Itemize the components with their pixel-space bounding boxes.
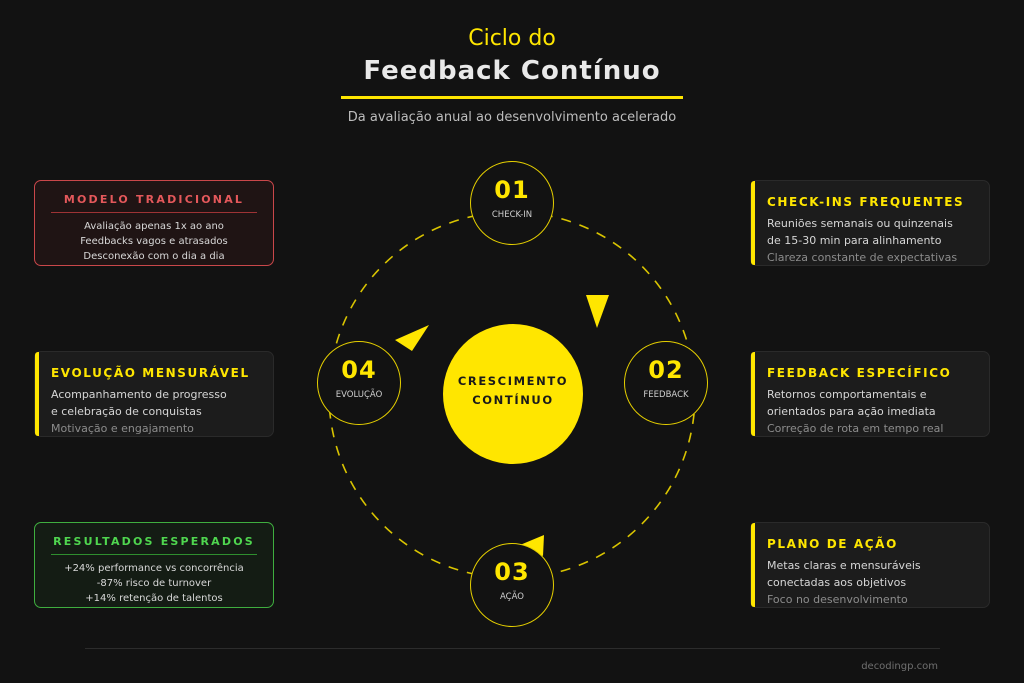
card-title: PLANO DE AÇÃO xyxy=(767,537,898,551)
footer-divider xyxy=(85,648,940,649)
card-title: RESULTADOS ESPERADOS xyxy=(53,535,255,548)
node-number: 03 xyxy=(494,558,530,586)
card-divider xyxy=(51,554,257,555)
card-divider xyxy=(51,212,257,213)
card-accent-bar xyxy=(751,181,755,265)
card-expected-results: RESULTADOS ESPERADOS +24% performance vs… xyxy=(34,522,274,608)
card-accent-bar xyxy=(751,352,755,436)
card-line: orientados para ação imediata xyxy=(767,405,936,418)
page-subtitle: Da avaliação anual ao desenvolvimento ac… xyxy=(347,110,677,125)
node-number: 01 xyxy=(494,176,530,204)
card-line: Metas claras e mensuráveis xyxy=(767,559,921,572)
card-specific-feedback: FEEDBACK ESPECÍFICO Retornos comportamen… xyxy=(750,351,990,437)
card-line: de 15-30 min para alinhamento xyxy=(767,234,942,247)
card-action-plan: PLANO DE AÇÃO Metas claras e mensuráveis… xyxy=(750,522,990,608)
node-label: AÇÃO xyxy=(500,592,524,602)
card-line: e celebração de conquistas xyxy=(51,405,202,418)
node-number: 04 xyxy=(341,356,377,384)
card-line: Avaliação apenas 1x ao ano xyxy=(84,221,224,232)
card-traditional-model: MODELO TRADICIONAL Avaliação apenas 1x a… xyxy=(34,180,274,266)
card-title: CHECK-INS FREQUENTES xyxy=(767,195,965,209)
card-accent-bar xyxy=(751,523,755,607)
page-title: Feedback Contínuo xyxy=(363,56,661,86)
footer-site: decodingp.com xyxy=(861,661,938,672)
arrow-icon xyxy=(586,295,609,328)
card-frequent-check-ins: CHECK-INS FREQUENTES Reuniões semanais o… xyxy=(750,180,990,266)
card-line: Acompanhamento de progresso xyxy=(51,388,227,401)
card-title: MODELO TRADICIONAL xyxy=(63,193,245,206)
cycle-node-check-in: 01 CHECK-IN xyxy=(470,161,554,245)
cycle-center-core: CRESCIMENTO CONTÍNUO xyxy=(443,324,583,464)
card-evolution: EVOLUÇÃO MENSURÁVEL Acompanhamento de pr… xyxy=(34,351,274,437)
card-note: Foco no desenvolvimento xyxy=(767,593,908,606)
core-label-line: CRESCIMENTO xyxy=(457,374,569,388)
cycle-node-acao: 03 AÇÃO xyxy=(470,543,554,627)
cycle-node-evolucao: 04 EVOLUÇÃO xyxy=(317,341,401,425)
card-line: Retornos comportamentais e xyxy=(767,388,927,401)
card-note: Correção de rota em tempo real xyxy=(767,422,944,435)
arrow-icon xyxy=(395,325,429,351)
card-line: conectadas aos objetivos xyxy=(767,576,907,589)
card-note: Motivação e engajamento xyxy=(51,422,194,435)
card-accent-bar xyxy=(35,352,39,436)
node-label: CHECK-IN xyxy=(491,210,533,220)
card-title: FEEDBACK ESPECÍFICO xyxy=(767,366,952,380)
title-underline xyxy=(341,96,683,99)
node-label: EVOLUÇÃO xyxy=(335,390,383,400)
card-line: -87% risco de turnover xyxy=(96,578,212,589)
title-kicker: Ciclo do xyxy=(468,26,556,51)
card-line: +24% performance vs concorrência xyxy=(64,563,244,574)
node-number: 02 xyxy=(648,356,684,384)
card-line: Reuniões semanais ou quinzenais xyxy=(767,217,953,230)
card-note: Clareza constante de expectativas xyxy=(767,251,958,264)
card-line: +14% retenção de talentos xyxy=(85,593,223,604)
node-label: FEEDBACK xyxy=(643,390,689,400)
card-title: EVOLUÇÃO MENSURÁVEL xyxy=(51,366,250,380)
card-line: Feedbacks vagos e atrasados xyxy=(80,236,228,247)
card-line: Desconexão com o dia a dia xyxy=(83,251,225,262)
core-label-line: CONTÍNUO xyxy=(472,393,554,407)
cycle-node-feedback: 02 FEEDBACK xyxy=(624,341,708,425)
